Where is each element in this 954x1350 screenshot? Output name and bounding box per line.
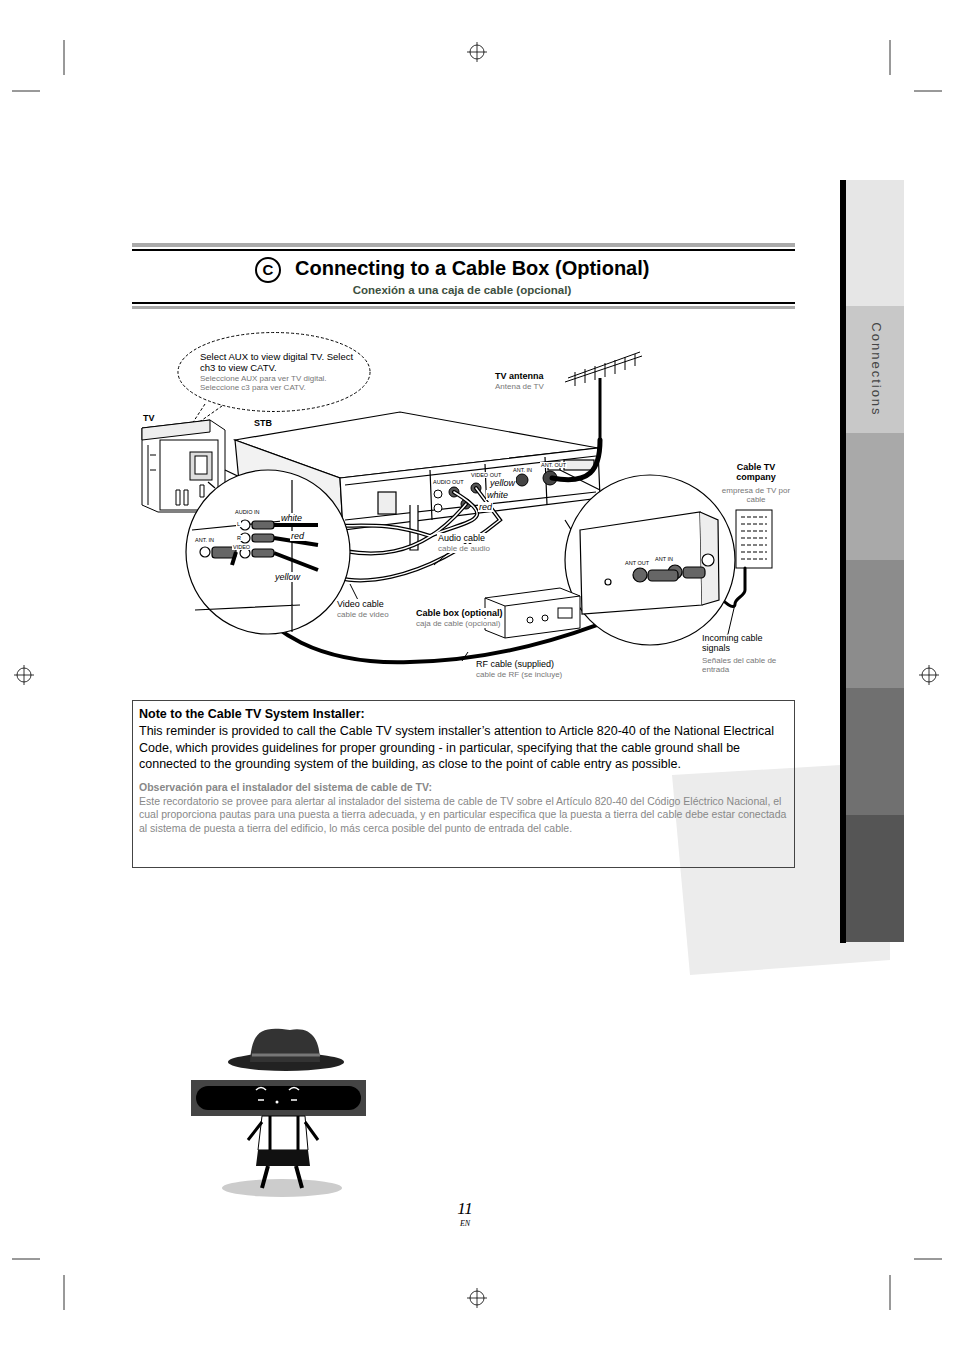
section-tab: Connections bbox=[846, 306, 904, 433]
note-heading: Note to the Cable TV System Installer: bbox=[139, 706, 788, 722]
callout-bubble: Select AUX to view digital TV. Select ch… bbox=[176, 330, 372, 414]
page-title: Connecting to a Cable Box (Optional) bbox=[295, 257, 649, 280]
signal-name: Incoming cable signals bbox=[702, 633, 774, 654]
cable-name: Video cable bbox=[336, 599, 385, 609]
cable-name: RF cable (supplied) bbox=[475, 659, 555, 669]
page-number: 11 bbox=[445, 1199, 485, 1219]
device-name-es: empresa de TV por cable bbox=[720, 486, 792, 504]
cable-color: red bbox=[290, 531, 305, 541]
callout-text: Select AUX to view digital TV. Select ch… bbox=[200, 351, 354, 374]
device-name-es: Antena de TV bbox=[495, 382, 544, 391]
device-name: Cable TV company bbox=[723, 462, 789, 483]
port-label: ANT IN bbox=[654, 556, 674, 562]
note-body-es: Este recordatorio se provee para alertar… bbox=[139, 795, 788, 836]
port-label: AUDIO OUT bbox=[432, 479, 465, 485]
cable-name-es: cable de audio bbox=[437, 544, 491, 553]
page-language: EN bbox=[445, 1219, 485, 1228]
cable-color: white bbox=[486, 490, 509, 500]
cable-name: Audio cable bbox=[437, 533, 486, 543]
cable-color: yellow bbox=[489, 478, 516, 488]
port-label: AUDIO IN bbox=[234, 509, 260, 515]
device-name: TV antenna bbox=[495, 371, 544, 381]
signal-name-es: Señales del cable de entrada bbox=[702, 656, 780, 674]
cable-color: yellow bbox=[274, 572, 301, 582]
device-name: TV bbox=[143, 413, 155, 423]
cable-color: white bbox=[280, 513, 303, 523]
cable-name-es: cable de video bbox=[336, 610, 390, 619]
note-body: This reminder is provided to call the Ca… bbox=[139, 723, 788, 772]
cable-name-es: cable de RF (se incluye) bbox=[475, 670, 563, 679]
port-label: R bbox=[236, 535, 242, 541]
subtitle: Conexión a una caja de cable (opcional) bbox=[302, 284, 622, 297]
port-label: ANT. IN bbox=[512, 467, 533, 473]
port-label: VIDEO bbox=[232, 544, 251, 550]
port-label: ANT. OUT bbox=[540, 462, 567, 468]
note-box: Note to the Cable TV System Installer:Th… bbox=[132, 700, 795, 868]
note-heading-es: Observación para el instalador del siste… bbox=[139, 781, 788, 795]
callout-text-es: Seleccione AUX para ver TV digital. Sele… bbox=[200, 374, 354, 393]
device-name: STB bbox=[254, 418, 272, 428]
section-letter: C bbox=[256, 261, 280, 278]
port-label: L bbox=[236, 521, 241, 527]
port-label: ANT. IN bbox=[194, 537, 215, 543]
cable-color: red bbox=[478, 502, 493, 512]
tab-text: Connections bbox=[868, 322, 883, 416]
port-label: ANT OUT bbox=[624, 560, 650, 566]
device-name-es: caja de cable (opcional) bbox=[415, 619, 502, 628]
device-name: Cable box (optional) bbox=[415, 608, 504, 618]
